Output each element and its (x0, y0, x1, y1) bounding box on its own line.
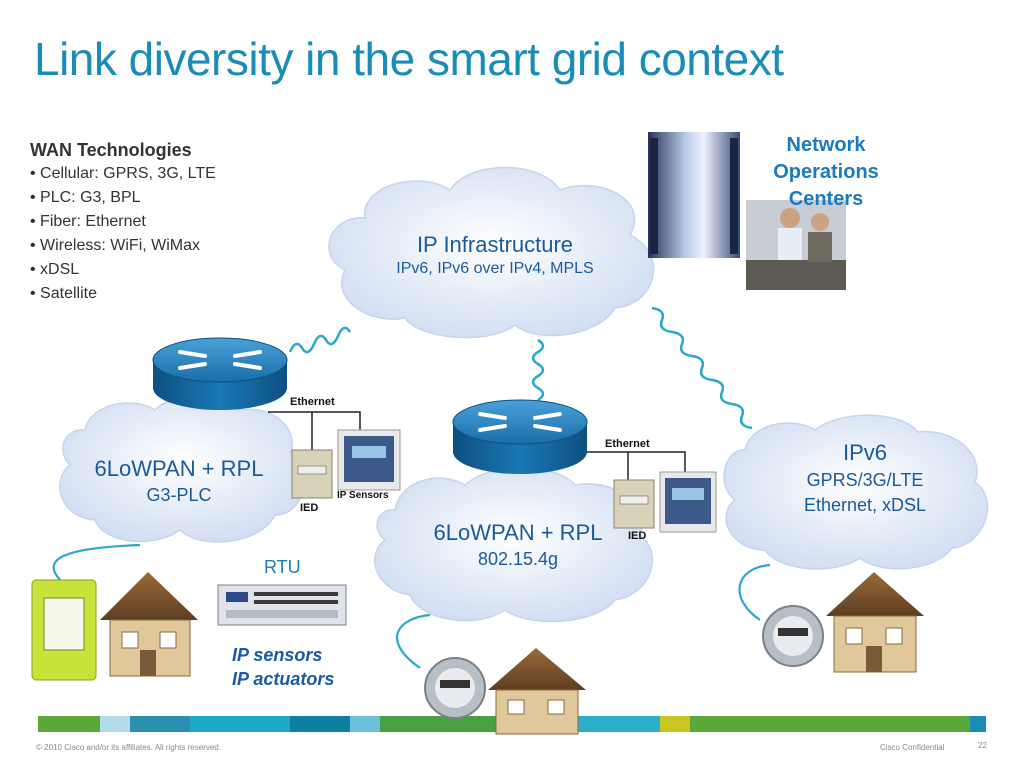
cloud-left-sub: G3-PLC (146, 485, 212, 505)
ied-mid-icon (613, 479, 655, 529)
rtu-icon (217, 584, 347, 626)
meter-mid-icon (424, 657, 486, 719)
rtu-label: RTU (264, 557, 301, 577)
footer-confidential: Cisco Confidential (880, 743, 945, 752)
wan-item: • Fiber: Ethernet (30, 213, 146, 230)
link-mid-meter (396, 613, 431, 669)
cloud-mid-text: 6LoWPAN + RPL 802.15.4g (408, 520, 628, 570)
ethernet-left-label: Ethernet (290, 396, 335, 408)
cloud-mid (374, 467, 654, 623)
ied-mid-label: IED (628, 530, 647, 542)
page-number: 22 (978, 741, 987, 750)
house-right-icon (826, 572, 924, 673)
cloud-right (723, 414, 989, 570)
ied-left-icon (291, 449, 333, 499)
ip-devices-label: IP sensors IP actuators (232, 643, 334, 691)
noc-line: Network (786, 134, 866, 156)
router-mid-icon (452, 399, 588, 474)
house-mid-icon (488, 648, 586, 735)
noc-label: Network Operations Centers (754, 132, 898, 213)
cloud-right-sub2: Ethernet, xDSL (803, 495, 927, 515)
wan-heading: WAN Technologies (30, 140, 192, 160)
cloud-right-sub1: GPRS/3G/LTE (806, 470, 924, 490)
link-left-meter (52, 543, 141, 583)
page-title: Link diversity in the smart grid context (34, 33, 784, 85)
cloud-ip-text: IP Infrastructure IPv6, IPv6 over IPv4, … (350, 232, 640, 278)
link-right-meter (738, 563, 771, 621)
meter-right-icon (762, 605, 824, 667)
ethernet-mid-label: Ethernet (605, 438, 650, 450)
footer-color-bar (38, 716, 986, 732)
cloud-mid-title: 6LoWPAN + RPL (433, 520, 603, 545)
wan-item: • PLC: G3, BPL (30, 189, 141, 206)
link-ip-mid (531, 338, 545, 402)
ip-actuators-text: IP actuators (232, 669, 335, 689)
ip-sensor-mid-icon (659, 471, 717, 533)
wan-item: • Satellite (30, 285, 97, 302)
access-links (52, 543, 771, 669)
cloud-left-text: 6LoWPAN + RPL G3-PLC (74, 456, 284, 506)
link-ip-left (288, 326, 352, 354)
router-left-icon (152, 337, 288, 410)
noc-line: Centers (788, 188, 864, 210)
noc-image (648, 132, 846, 290)
ip-sensors-label: IP Sensors (337, 490, 389, 501)
green-meter-icon (31, 579, 97, 681)
ethernet-lines-mid (570, 451, 686, 480)
cloud-left-title: 6LoWPAN + RPL (94, 456, 264, 481)
cloud-right-title: IPv6 (842, 440, 888, 465)
cloud-mid-sub: 802.15.4g (477, 549, 559, 569)
cloud-ip-infrastructure (328, 166, 655, 339)
ethernet-lines-left (268, 411, 361, 450)
house-left-icon (100, 572, 198, 677)
noc-line: Operations (773, 161, 879, 183)
ip-sensors-text: IP sensors (232, 645, 323, 665)
wan-item: • Wireless: WiFi, WiMax (30, 237, 201, 254)
footer-copyright: © 2010 Cisco and/or its affiliates. All … (36, 743, 221, 752)
wireless-links (288, 306, 753, 430)
wan-technologies-list: WAN Technologies • Cellular: GPRS, 3G, L… (30, 138, 216, 306)
cloud-ip-title: IP Infrastructure (416, 232, 574, 257)
ip-sensor-left-icon (337, 429, 401, 491)
ied-left-label: IED (300, 502, 319, 514)
link-ip-right (651, 306, 753, 430)
wan-item: • xDSL (30, 261, 80, 278)
cloud-ip-sub: IPv6, IPv6 over IPv4, MPLS (396, 260, 594, 277)
wan-item: • Cellular: GPRS, 3G, LTE (30, 165, 216, 182)
cloud-right-text: IPv6 GPRS/3G/LTE Ethernet, xDSL (760, 440, 970, 516)
